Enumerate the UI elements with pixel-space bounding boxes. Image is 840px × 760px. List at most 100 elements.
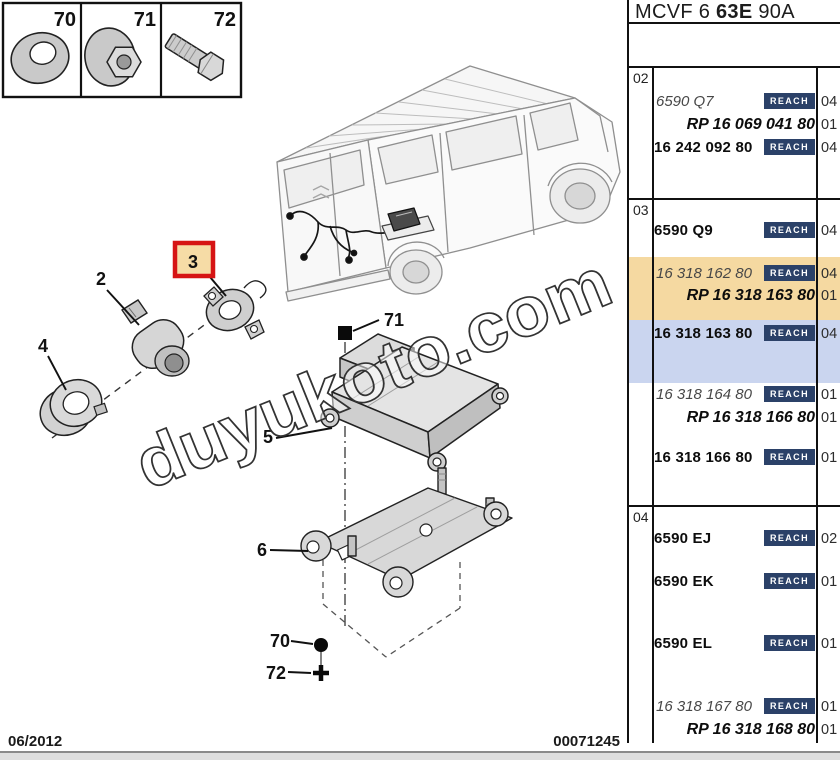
part-row[interactable]: 16 242 092 80 REACH 04 <box>627 139 840 159</box>
quantity-value: 01 <box>821 636 838 652</box>
van-wheels <box>387 162 613 295</box>
part-row[interactable]: 6590 Q7 REACH 04 <box>627 93 840 113</box>
section-index: 02 <box>633 70 649 86</box>
quantity-value: 01 <box>821 699 838 715</box>
quantity-value: 01 <box>821 387 838 403</box>
part-row[interactable]: 16 318 162 80 REACH 04 <box>627 265 840 285</box>
quantity-value: 04 <box>821 140 838 156</box>
section-index: 04 <box>633 509 649 525</box>
part-number: 6590 EL <box>654 635 713 652</box>
bottom-strip <box>0 751 840 760</box>
flange-nut-illustration <box>84 27 142 87</box>
reach-badge: REACH <box>764 530 815 546</box>
part-number: 16 318 166 80 <box>654 449 753 466</box>
part-row[interactable]: RP 16 318 163 80 01 <box>627 287 840 307</box>
part-row[interactable]: 6590 EK REACH 01 <box>627 573 840 593</box>
quantity-value: 04 <box>821 326 838 342</box>
part3-highlight[interactable]: 3 <box>172 240 216 279</box>
panel-left-border <box>627 0 629 743</box>
quantity-value: 04 <box>821 266 838 282</box>
part-row[interactable]: 6590 EL REACH 01 <box>627 635 840 655</box>
part3-highlight-box[interactable] <box>172 240 216 279</box>
marker71-leader-line <box>352 319 380 332</box>
part-number: RP 16 069 041 80 <box>686 116 815 133</box>
catalog-reference-header: MCVF 6 63E 90A <box>635 1 795 23</box>
part-number: 6590 Q9 <box>654 222 713 239</box>
reach-badge: REACH <box>764 265 815 281</box>
marker72-callout[interactable]: 72 <box>266 663 286 683</box>
part-number: RP 16 318 168 80 <box>686 721 815 738</box>
part-number: 16 318 162 80 <box>656 265 752 282</box>
quantity-value: 01 <box>821 450 838 466</box>
part2-leader-line <box>106 289 140 326</box>
reach-badge: REACH <box>764 449 815 465</box>
section-divider-2 <box>627 505 840 507</box>
marker72-leader-line <box>287 671 312 674</box>
quantity-value: 01 <box>821 288 838 304</box>
table-top-divider <box>627 66 840 68</box>
index-column-divider <box>652 66 654 743</box>
part-row[interactable]: 6590 EJ REACH 02 <box>627 530 840 550</box>
reach-badge: REACH <box>764 386 815 402</box>
quantity-value: 04 <box>821 94 838 110</box>
section-divider-1 <box>627 198 840 200</box>
part6-leader-line <box>269 549 309 552</box>
marker70-callout[interactable]: 70 <box>270 631 290 651</box>
quantity-value: 01 <box>821 410 838 426</box>
part6-callout[interactable]: 6 <box>257 540 267 560</box>
reach-badge: REACH <box>764 698 815 714</box>
part-row[interactable]: RP 16 318 168 80 01 <box>627 721 840 741</box>
part-number: RP 16 318 163 80 <box>686 287 815 304</box>
part-number: 6590 EK <box>654 573 714 590</box>
marker71-square <box>338 326 352 340</box>
part4-leader-line <box>47 355 67 391</box>
part-row[interactable]: 16 318 167 80 REACH 01 <box>627 698 840 718</box>
qty-column-divider <box>816 66 818 743</box>
document-number: 00071245 <box>553 733 620 750</box>
van-illustration <box>276 65 621 302</box>
projection-dashed-lines <box>322 560 461 658</box>
inset-label-72: 72 <box>214 9 236 31</box>
quantity-value: 02 <box>821 531 838 547</box>
inset-label-70: 70 <box>54 9 76 31</box>
reach-badge: REACH <box>764 139 815 155</box>
marker71-callout[interactable]: 71 <box>384 310 404 330</box>
inset-hardware-boxes: 70 71 72 <box>1 1 243 99</box>
quantity-value: 01 <box>821 117 838 133</box>
mounted-ecu-illustration <box>381 207 435 241</box>
part-number: 6590 Q7 <box>656 93 714 110</box>
part4-holder-illustration <box>39 378 109 437</box>
part-number: 6590 EJ <box>654 530 712 547</box>
quantity-value: 01 <box>821 722 838 738</box>
part-row[interactable]: 16 318 164 80 REACH 01 <box>627 386 840 406</box>
bolt-illustration <box>164 33 225 82</box>
parts-table-panel: MCVF 6 63E 90A 02 6590 Q7 REACH 04 RP 16 069… <box>627 0 840 752</box>
marker72-cross <box>313 665 329 681</box>
part3-leader-line <box>209 276 227 297</box>
reach-badge: REACH <box>764 222 815 238</box>
part6-plate-illustration <box>300 467 513 598</box>
part5-leader-line <box>275 427 333 439</box>
reach-badge: REACH <box>764 93 815 109</box>
part3-callout[interactable]: 3 <box>188 252 198 272</box>
part-row[interactable]: RP 16 069 041 80 01 <box>627 116 840 136</box>
part4-callout[interactable]: 4 <box>38 336 48 356</box>
marker70-leader-line <box>290 640 314 645</box>
part5-ecu-illustration <box>320 333 509 472</box>
part-number: 16 318 164 80 <box>656 386 752 403</box>
quantity-value: 01 <box>821 574 838 590</box>
reach-badge: REACH <box>764 635 815 651</box>
part2-sensor-illustration <box>121 299 190 377</box>
part-row[interactable]: 16 318 166 80 REACH 01 <box>627 449 840 469</box>
diagram-panel: 70 71 72 <box>1 1 623 683</box>
marker70-dot <box>314 638 328 652</box>
part-number: 16 318 167 80 <box>656 698 752 715</box>
part5-callout[interactable]: 5 <box>263 427 273 447</box>
part2-callout[interactable]: 2 <box>96 269 106 289</box>
reach-badge: REACH <box>764 573 815 589</box>
header-divider <box>627 22 840 24</box>
part-number: 16 242 092 80 <box>654 139 753 156</box>
